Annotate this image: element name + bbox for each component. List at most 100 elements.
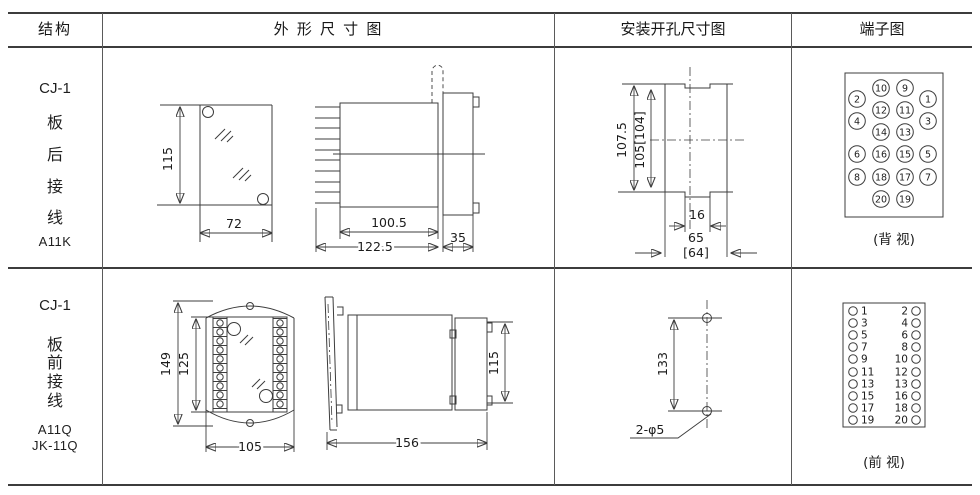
dim-length: 156 — [395, 435, 419, 450]
terminal-number: 16 — [895, 391, 909, 403]
dim-hole-spec: 2-φ5 — [636, 422, 665, 437]
terminal-number: 5 — [925, 150, 931, 161]
terminal-number: 5 — [861, 330, 868, 342]
type-code: A11Q — [37, 422, 73, 437]
terminal-number: 9 — [861, 354, 868, 366]
terminal-number: 8 — [901, 342, 908, 354]
terminal-number: 20 — [875, 195, 887, 206]
terminal-diagram-row1: 10 9 2 1 12 11 4 3 14 13 6 16 15 5 8 18 … — [844, 72, 944, 248]
terminal-number: 11 — [899, 106, 911, 117]
mounting-drawing-row1: 107.5 105[104] 16 65 [64] — [614, 67, 757, 260]
flange-centerline — [327, 303, 333, 424]
terminal-number: 3 — [925, 117, 931, 128]
view-label: (背 视) — [873, 232, 915, 248]
dim-hole-spacing: 133 — [655, 352, 670, 376]
wiring-char: 板 — [46, 115, 63, 132]
header-outline: 外 形 尺 寸 图 — [273, 21, 384, 38]
terminal-number: 15 — [899, 150, 911, 161]
terminal-number: 14 — [875, 128, 887, 139]
terminal-number: 13 — [895, 379, 908, 391]
terminal-number: 1 — [925, 95, 931, 106]
terminal-box — [842, 302, 926, 428]
dim-side-height: 115 — [486, 351, 501, 375]
hole-dimensions: 133 2-φ5 — [630, 320, 712, 439]
wiring-char: 接 — [46, 179, 63, 196]
mounting-drawing-row2: 133 2-φ5 — [630, 300, 722, 439]
terminal-number: 3 — [861, 318, 868, 330]
front-view: 149 125 105 — [158, 300, 294, 457]
header-mounting: 安装开孔尺寸图 — [620, 21, 726, 38]
wiring-char: 接 — [46, 374, 63, 391]
glass-hatch — [239, 334, 254, 346]
terminal-number: 17 — [899, 173, 911, 184]
terminal-number: 12 — [875, 106, 887, 117]
dim-overall: 122.5 — [357, 239, 393, 254]
panel-notch — [473, 96, 480, 108]
flange-notch — [336, 404, 343, 414]
terminal-strip-cells — [213, 318, 227, 409]
wiring-char: 后 — [46, 147, 63, 164]
cutout-dimensions: 107.5 105[104] 16 65 [64] — [614, 86, 757, 260]
terminal-circles: 10 9 2 1 12 11 4 3 14 13 6 16 15 5 8 18 … — [848, 79, 937, 208]
terminal-number: 7 — [925, 173, 931, 184]
dim-width-alt: [64] — [683, 245, 709, 260]
dim-panel: 35 — [450, 230, 466, 245]
model-label: CJ-1 — [39, 297, 71, 314]
flange-plate — [324, 296, 338, 431]
dim-inner-height: 105[104] — [632, 111, 647, 168]
glass-hatch — [232, 167, 252, 182]
type-code: A11K — [38, 234, 72, 249]
terminal-number: 20 — [895, 415, 908, 427]
header-terminal: 端子图 — [859, 21, 905, 38]
drill-holes — [668, 300, 722, 429]
terminal-number: 16 — [875, 150, 887, 161]
terminal-number: 2 — [901, 306, 908, 318]
wiring-char: 板 — [46, 337, 63, 354]
dim-outer-height: 149 — [158, 352, 173, 376]
terminal-diagram-row2: 1 2 3 4 5 6 7 8 9 10 11 12 13 13 15 16 1… — [842, 302, 926, 471]
table-bottom-border — [8, 484, 972, 486]
dim-front-height: 115 — [160, 147, 175, 171]
col-divider-2 — [554, 13, 556, 485]
terminal-number: 19 — [861, 415, 874, 427]
terminal-number: 6 — [901, 330, 908, 342]
col-divider-1 — [102, 13, 104, 485]
terminal-number: 9 — [902, 84, 908, 95]
dim-outer-height: 107.5 — [614, 122, 629, 158]
dim-depth: 100.5 — [371, 215, 407, 230]
terminal-number: 4 — [854, 117, 860, 128]
terminal-number: 18 — [875, 173, 887, 184]
front-view: 115 72 — [157, 104, 272, 242]
wiring-char: 线 — [46, 393, 63, 410]
terminal-number: 13 — [861, 379, 874, 391]
dim-inner-height: 125 — [176, 352, 191, 376]
model-label: CJ-1 — [39, 80, 71, 97]
cutout-profile — [618, 67, 747, 229]
terminal-number: 10 — [875, 84, 887, 95]
hook-dashed — [431, 64, 444, 103]
terminal-number: 13 — [899, 128, 911, 139]
terminal-number: 12 — [895, 367, 908, 379]
terminal-number: 8 — [854, 173, 860, 184]
dim-width: 105 — [238, 439, 262, 454]
dim-width: 65 — [688, 230, 704, 245]
wiring-char: 线 — [46, 210, 63, 227]
side-view: 115 156 — [324, 296, 513, 453]
panel-notch — [473, 202, 480, 214]
terminal-number: 1 — [861, 306, 868, 318]
row-divider — [8, 267, 972, 269]
col-divider-3 — [791, 13, 793, 485]
terminal-number: 10 — [895, 354, 908, 366]
dim-front-width: 72 — [226, 216, 242, 231]
outline-drawing-row2: 149 125 105 115 156 — [158, 296, 513, 457]
terminal-number: 17 — [861, 403, 874, 415]
dim-notch: 16 — [689, 207, 705, 222]
terminal-number: 15 — [861, 391, 874, 403]
view-label: (前 视) — [863, 454, 905, 471]
terminal-number: 11 — [861, 367, 874, 379]
strip-screws — [216, 319, 284, 408]
leader-line — [630, 413, 712, 439]
type-code: JK-11Q — [31, 438, 79, 453]
terminal-number: 4 — [901, 318, 908, 330]
